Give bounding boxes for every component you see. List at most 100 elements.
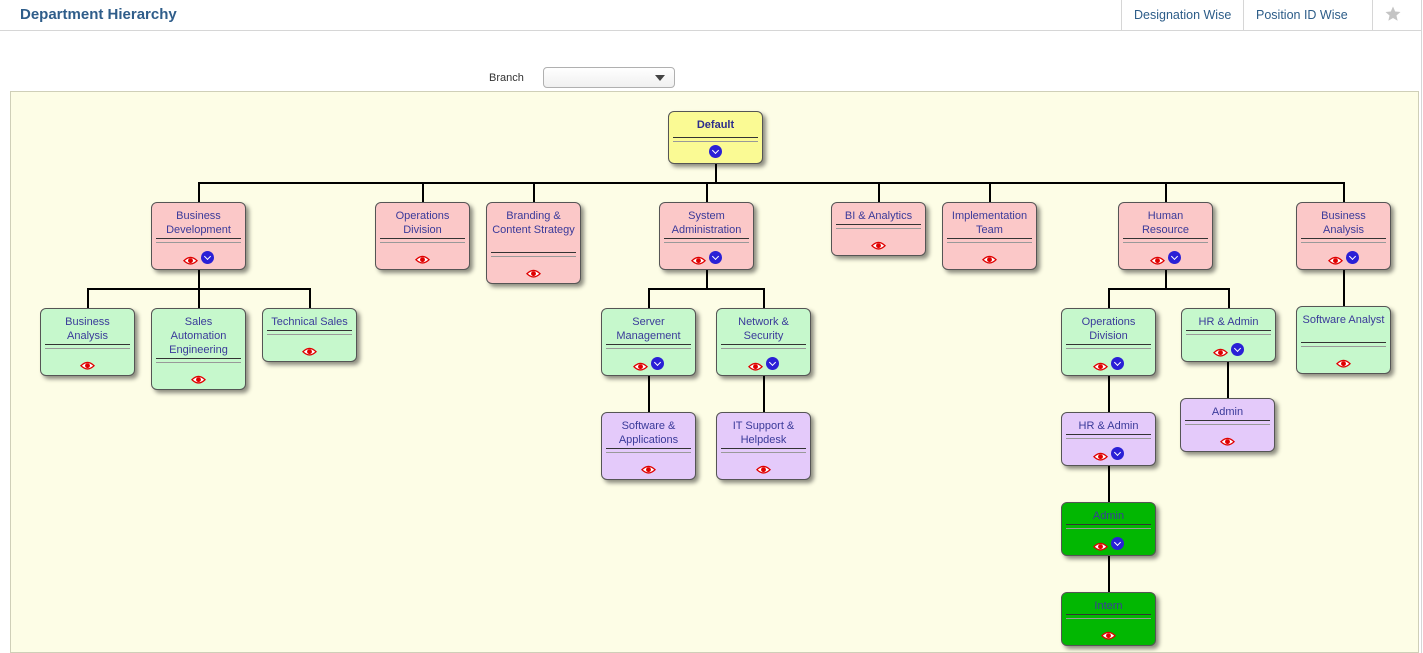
star-icon <box>1385 6 1401 21</box>
node-divider <box>1301 342 1386 343</box>
eye-icon[interactable] <box>183 253 198 265</box>
dept-node-business-analysis-sub[interactable]: Business Analysis <box>40 308 135 376</box>
dept-node-it-support-helpdesk[interactable]: IT Support & Helpdesk <box>716 412 811 480</box>
node-divider <box>156 238 241 239</box>
dept-node-business-analysis-top[interactable]: Business Analysis <box>1296 202 1391 270</box>
dept-node-label: HR & Admin <box>1198 316 1259 328</box>
eye-icon[interactable] <box>871 237 886 250</box>
eye-icon[interactable] <box>1093 449 1108 461</box>
eye-icon[interactable] <box>526 265 541 278</box>
dept-node-label: Operations Division <box>395 210 450 236</box>
eye-icon[interactable] <box>191 371 206 384</box>
eye-icon[interactable] <box>1093 359 1108 371</box>
node-actions <box>717 357 810 371</box>
dept-node-hr-admin-left[interactable]: HR & Admin <box>1061 412 1156 466</box>
eye-icon[interactable] <box>1220 433 1235 446</box>
eye-icon[interactable] <box>748 359 763 371</box>
dept-node-label: Network & Security <box>738 316 789 342</box>
node-divider <box>1301 238 1386 239</box>
eye-icon[interactable] <box>302 343 317 356</box>
eye-icon[interactable] <box>1150 253 1165 265</box>
dept-node-label: Implementation Team <box>951 210 1028 236</box>
expand-icon[interactable] <box>1111 357 1124 370</box>
expand-icon[interactable] <box>1111 537 1124 550</box>
node-actions <box>717 461 810 474</box>
node-divider <box>606 448 691 449</box>
eye-icon[interactable] <box>1101 627 1116 640</box>
eye-icon[interactable] <box>415 251 430 264</box>
node-divider <box>1123 242 1208 243</box>
node-divider <box>45 348 130 349</box>
dept-node-software-analyst[interactable]: Software Analyst <box>1296 306 1391 374</box>
eye-icon[interactable] <box>1328 253 1343 265</box>
node-divider <box>1066 344 1151 345</box>
connector-line <box>763 376 765 412</box>
dept-node-network-security[interactable]: Network & Security <box>716 308 811 376</box>
connector-line <box>1108 288 1228 290</box>
dept-node-technical-sales[interactable]: Technical Sales <box>262 308 357 362</box>
eye-icon[interactable] <box>982 251 997 264</box>
dept-node-operations-division[interactable]: Operations Division <box>375 202 470 270</box>
branch-label: Branch <box>489 72 524 84</box>
expand-icon[interactable] <box>709 145 722 158</box>
node-actions <box>832 237 925 250</box>
dept-node-admin-right[interactable]: Admin <box>1180 398 1275 452</box>
eye-icon[interactable] <box>80 357 95 370</box>
expand-icon[interactable] <box>651 357 664 370</box>
eye-icon[interactable] <box>1336 355 1351 368</box>
node-divider <box>606 452 691 453</box>
eye-icon[interactable] <box>756 461 771 474</box>
dept-node-label: Software & Applications <box>618 420 679 446</box>
node-actions <box>602 461 695 474</box>
eye-icon[interactable] <box>1213 345 1228 357</box>
node-divider <box>1185 420 1270 421</box>
expand-icon[interactable] <box>1111 447 1124 460</box>
eye-icon[interactable] <box>1093 539 1108 551</box>
expand-icon[interactable] <box>709 251 722 264</box>
eye-icon[interactable] <box>633 359 648 371</box>
node-actions <box>1297 355 1390 368</box>
connector-line <box>1228 288 1230 308</box>
dept-node-sales-automation-engineering[interactable]: Sales Automation Engineering <box>151 308 246 390</box>
eye-icon[interactable] <box>641 461 656 474</box>
expand-icon[interactable] <box>766 357 779 370</box>
dept-node-admin-selected[interactable]: Admin <box>1061 502 1156 556</box>
dept-node-default[interactable]: Default <box>668 111 763 164</box>
eye-icon[interactable] <box>691 253 706 265</box>
dept-node-system-administration[interactable]: System Administration <box>659 202 754 270</box>
dept-node-implementation-team[interactable]: Implementation Team <box>942 202 1037 270</box>
dept-node-software-applications[interactable]: Software & Applications <box>601 412 696 480</box>
tab-position-id-wise[interactable]: Position ID Wise <box>1243 0 1360 30</box>
node-divider <box>1185 424 1270 425</box>
expand-icon[interactable] <box>1231 343 1244 356</box>
connector-line <box>533 182 535 202</box>
connector-line <box>198 182 1345 184</box>
node-divider <box>1186 334 1271 335</box>
dept-node-label: Sales Automation Engineering <box>169 316 228 356</box>
dept-node-server-management[interactable]: Server Management <box>601 308 696 376</box>
expand-icon[interactable] <box>1346 251 1359 264</box>
dept-node-intern[interactable]: Intern <box>1061 592 1156 646</box>
dept-node-bi-analytics[interactable]: BI & Analytics <box>831 202 926 256</box>
dept-node-label: Default <box>696 119 735 131</box>
dept-node-label: Technical Sales <box>271 316 348 328</box>
dept-node-label: Business Analysis <box>1321 210 1366 236</box>
node-actions <box>1182 343 1275 357</box>
dept-node-label: Admin <box>1211 406 1244 418</box>
tab-designation-wise[interactable]: Designation Wise <box>1121 0 1243 30</box>
dept-node-hr-operations-division[interactable]: Operations Division <box>1061 308 1156 376</box>
favorite-button[interactable] <box>1372 0 1423 30</box>
dept-node-label: BI & Analytics <box>844 210 913 222</box>
expand-icon[interactable] <box>201 251 214 264</box>
node-divider <box>947 238 1032 239</box>
connector-line <box>198 288 200 308</box>
dept-node-human-resource[interactable]: Human Resource <box>1118 202 1213 270</box>
dept-node-hr-admin-right[interactable]: HR & Admin <box>1181 308 1276 362</box>
dept-node-label: Human Resource <box>1141 210 1190 236</box>
node-actions <box>376 251 469 264</box>
dept-node-business-development[interactable]: Business Development <box>151 202 246 270</box>
connector-line <box>878 182 880 202</box>
dept-node-branding-content-strategy[interactable]: Branding & Content Strategy <box>486 202 581 284</box>
branch-select[interactable] <box>543 67 675 88</box>
expand-icon[interactable] <box>1168 251 1181 264</box>
